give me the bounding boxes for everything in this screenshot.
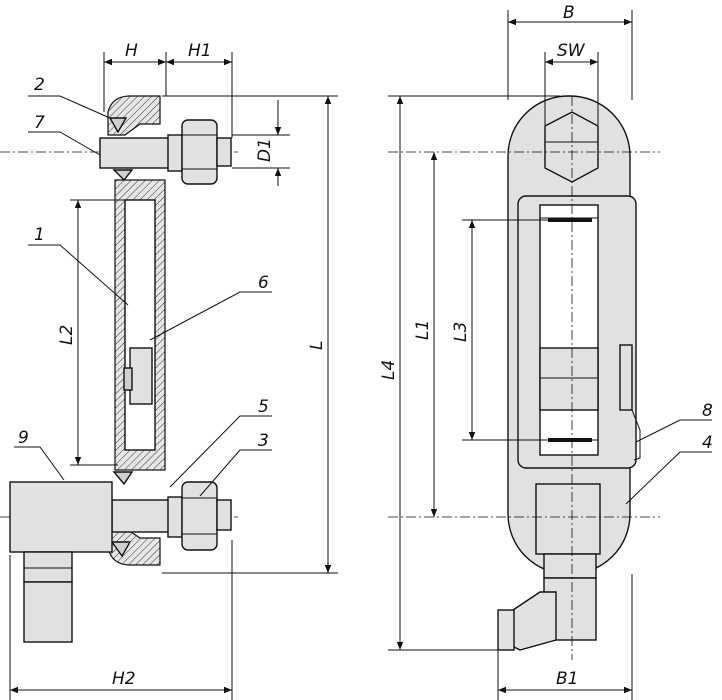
- part-number-6: 6: [258, 273, 269, 293]
- tube-inner: [124, 199, 156, 451]
- part-number-2: 2: [34, 75, 45, 95]
- part-number-4: 4: [702, 433, 713, 453]
- dim-H1: H1: [188, 41, 212, 61]
- bottom-fitting: [535, 483, 601, 555]
- dim-L: L: [307, 341, 327, 350]
- side-elbow: [509, 591, 557, 651]
- elbow-pipe: [23, 581, 73, 643]
- dim-B1: B1: [556, 669, 578, 689]
- part-number-3: 3: [258, 431, 269, 451]
- float: [129, 347, 153, 405]
- clip: [619, 344, 633, 411]
- bottom-neck: [543, 553, 597, 579]
- side-section-view: 2 7 1 6 5 3 9 H H1 D1 L2 L H2: [0, 41, 338, 700]
- dim-D1: D1: [255, 138, 275, 162]
- part-number-7: 7: [34, 113, 45, 133]
- dim-SW: SW: [557, 41, 586, 61]
- top-bolt-end: [216, 137, 232, 167]
- bottom-nut: [181, 481, 218, 551]
- dim-L1: L1: [413, 320, 433, 340]
- top-bolt-body: [99, 137, 171, 169]
- dim-H: H: [125, 41, 138, 61]
- top-nut: [181, 119, 218, 185]
- bottom-bolt-body: [111, 499, 171, 533]
- elbow-fitting: [9, 481, 113, 553]
- sight-window: [539, 204, 599, 456]
- dim-L2: L2: [57, 325, 77, 345]
- part-number-5: 5: [258, 397, 269, 417]
- dim-B: B: [563, 3, 575, 23]
- dim-L4: L4: [379, 360, 399, 380]
- elbow-neck: [23, 551, 73, 583]
- top-hex-nut: [544, 111, 599, 183]
- bottom-washer: [167, 496, 183, 538]
- bottom-bolt-end: [216, 499, 232, 531]
- dim-L3: L3: [451, 322, 471, 342]
- float-front: [539, 347, 599, 411]
- part-number-1: 1: [34, 225, 45, 245]
- side-elbow-cap: [497, 609, 515, 651]
- dim-H2: H2: [112, 669, 136, 689]
- top-washer: [167, 134, 183, 172]
- part-number-8: 8: [702, 401, 713, 421]
- part-number-9: 9: [18, 428, 29, 448]
- front-view: B SW L4 L1 L3 B1 8 4: [379, 3, 713, 700]
- float-marker: [123, 367, 133, 391]
